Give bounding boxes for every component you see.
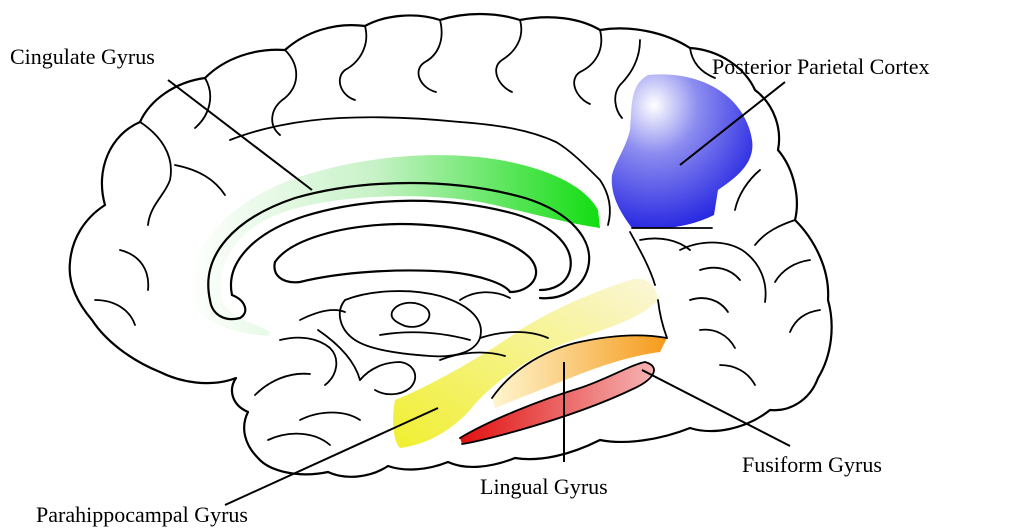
fusiform-leader — [642, 370, 790, 446]
parietal-region — [612, 74, 753, 228]
fusiform-gyrus-label: Fusiform Gyrus — [742, 452, 882, 477]
parahippocampal-gyrus-label: Parahippocampal Gyrus — [36, 502, 248, 527]
cingulate-leader — [168, 80, 312, 190]
cingulate-gyrus-label: Cingulate Gyrus — [10, 44, 155, 69]
posterior-parietal-cortex-label: Posterior Parietal Cortex — [712, 54, 930, 79]
lingual-gyrus-label: Lingual Gyrus — [480, 474, 608, 499]
region-outlines — [460, 228, 712, 444]
